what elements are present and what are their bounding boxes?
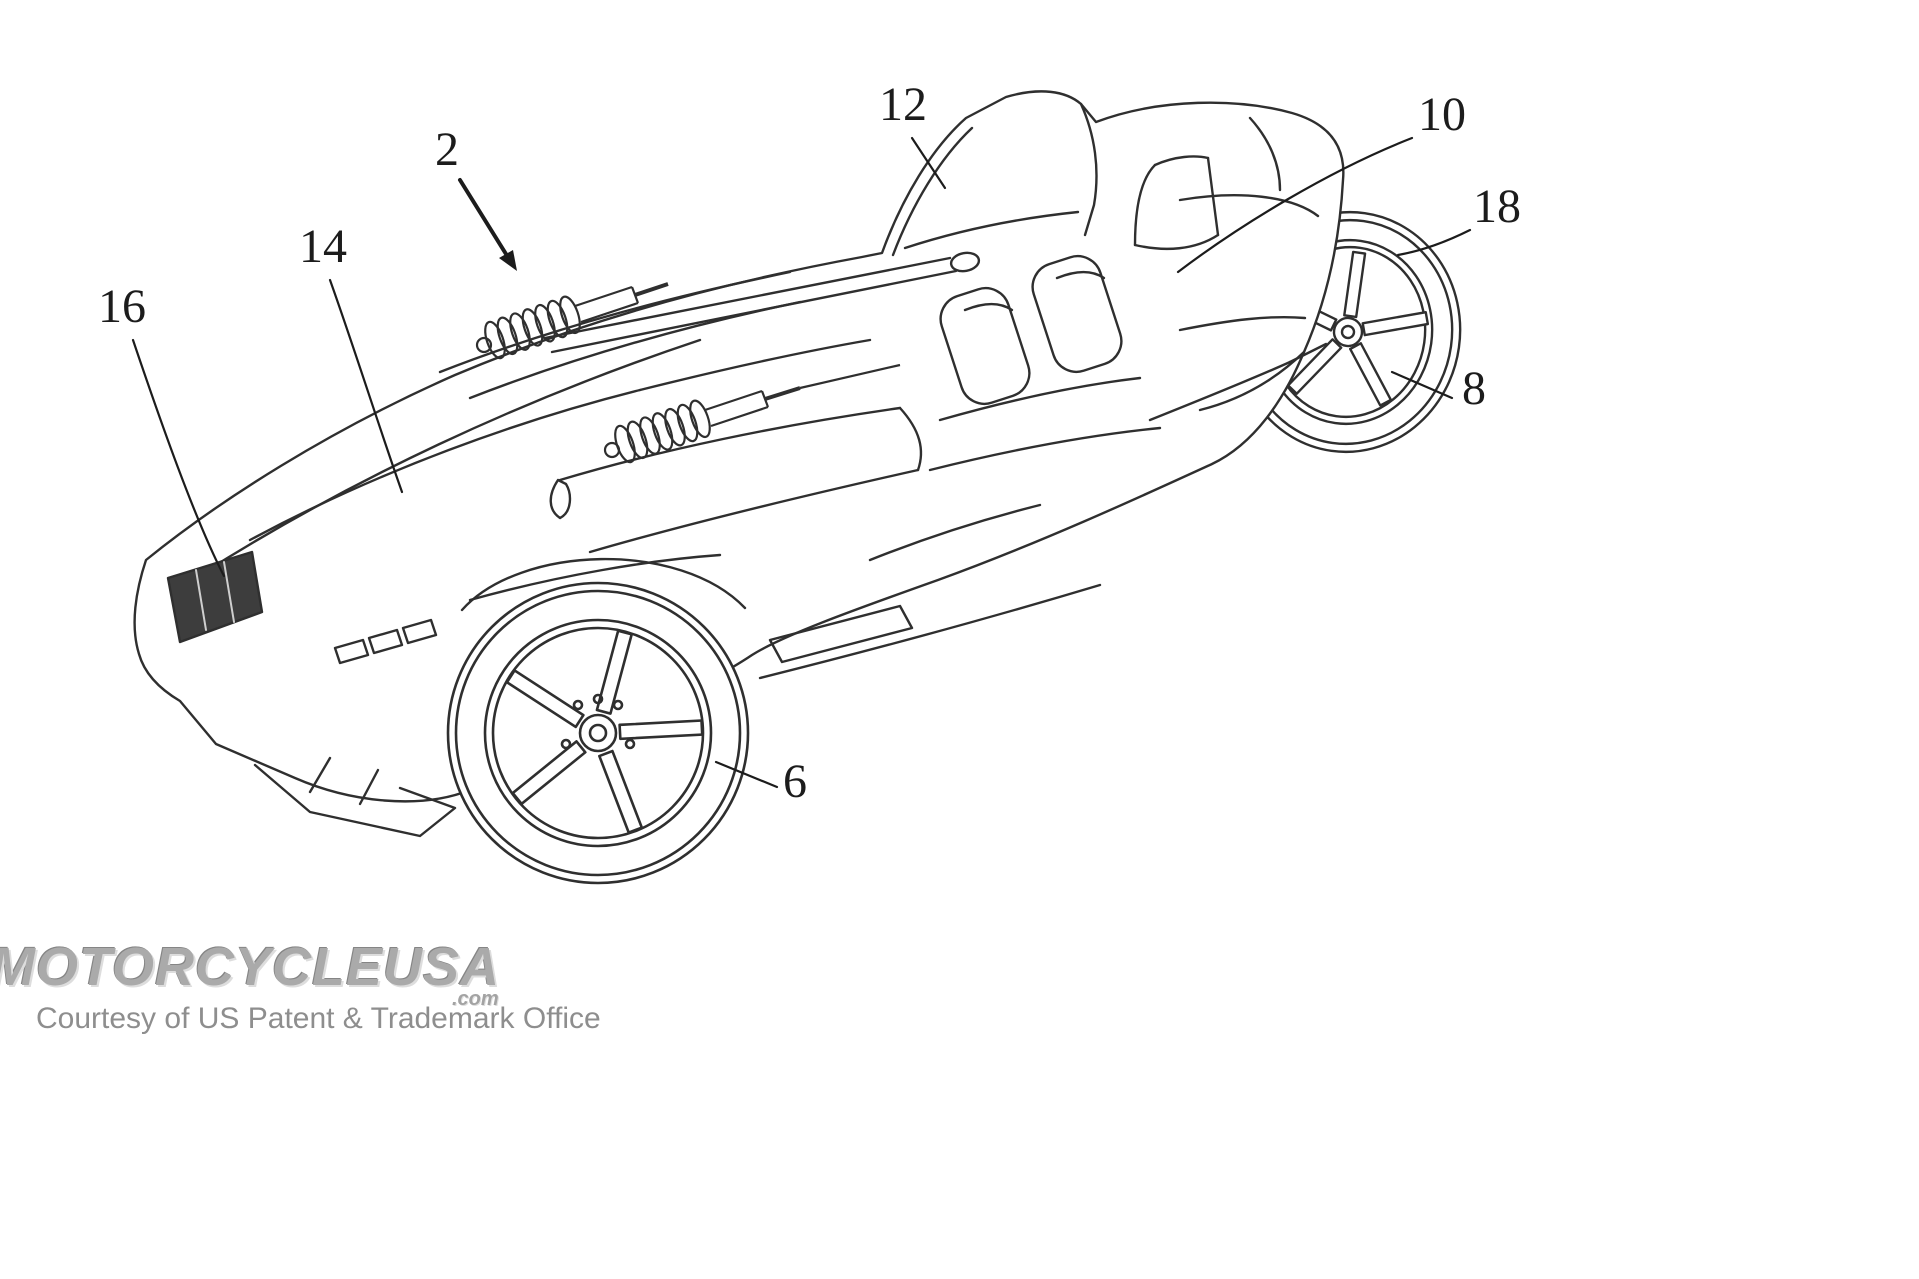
leader-line-16 <box>131 338 226 578</box>
ref-label-6: 6 <box>783 755 807 808</box>
leader-line-10 <box>1176 136 1414 274</box>
ref-label-8: 8 <box>1462 362 1486 415</box>
ref-label-12: 12 <box>879 78 927 131</box>
rear-quarter-lines <box>938 376 1142 422</box>
rocker-panel <box>758 583 1102 680</box>
front-wheel <box>446 581 750 885</box>
rear-suspension <box>1148 315 1328 422</box>
watermark-suffix: .com <box>452 988 499 1010</box>
leader-line-6 <box>714 760 779 789</box>
frame-rail <box>543 256 952 340</box>
shock-absorber-mid <box>603 363 901 464</box>
leader-line-12 <box>910 136 947 190</box>
ref-label-16: 16 <box>98 280 146 333</box>
headlight-grille <box>166 550 264 644</box>
ref-label-18: 18 <box>1473 180 1521 233</box>
seats <box>939 254 1123 406</box>
windshield-lines <box>891 126 974 257</box>
roll-hoop <box>1133 163 1157 247</box>
front-fender <box>460 557 747 612</box>
courtesy-text: Courtesy of US Patent & Trademark Office <box>36 1002 601 1035</box>
bracket-detail <box>549 478 572 520</box>
leader-line-8 <box>1390 370 1454 400</box>
side-vents <box>333 618 438 665</box>
leader-line-14 <box>328 278 404 494</box>
vehicle-body <box>133 90 1345 838</box>
ref-label-2: 2 <box>435 123 459 176</box>
leader-line-2 <box>458 178 517 271</box>
ref-label-14: 14 <box>299 220 347 273</box>
shock-absorber-front <box>475 282 669 360</box>
watermark-logo: MOTORCYCLEUSA <box>0 937 501 997</box>
front-wheel-spokes <box>505 629 704 834</box>
rear-wheel <box>1234 210 1462 454</box>
tail-lines <box>1178 194 1320 218</box>
ref-label-10: 10 <box>1418 88 1466 141</box>
door-seams <box>558 406 902 482</box>
hood-creases <box>198 338 702 577</box>
leader-line-18 <box>1396 228 1472 257</box>
front-splitter <box>253 756 457 838</box>
